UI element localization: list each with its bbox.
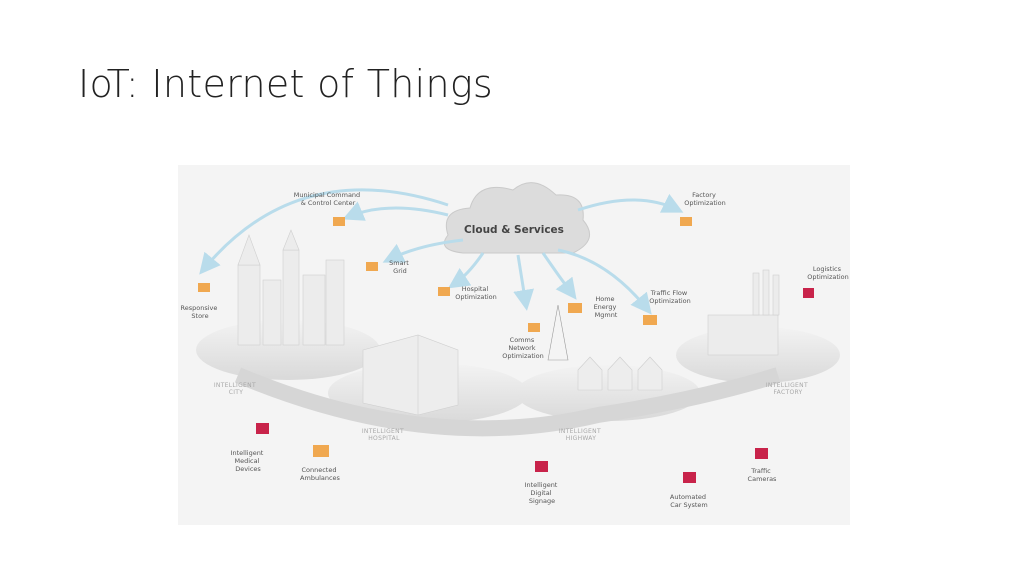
signage-node [535,461,548,472]
svg-text:INTELLIGENT HOSPITAL: INTELLIGENT HOSPITAL [362,428,406,442]
svg-text:Intelligent Medical: Intelligent Medical Devices [231,449,266,473]
logistics-node [803,288,814,298]
comms-node [528,323,540,332]
node-labels: Municipal Command & Control Center Smart… [181,191,849,509]
svg-text:INTELLIGENT FACTORY: INTELLIGENT FACTORY [766,382,810,396]
svg-text:Hospital Optimization: Hospital Optimization [455,285,497,301]
cloud: Cloud & Services [443,182,591,254]
cameras-node [755,448,768,459]
zone-labels: INTELLIGENT CITY INTELLIGENT HOSPITAL IN… [214,382,810,442]
municipal-node [333,217,345,226]
smart-grid-node [366,262,378,271]
svg-text:Municipal Command & Cont: Municipal Command & Control Center [294,191,363,207]
svg-text:Automated Car System: Automated Car System [670,493,708,509]
factory-node [680,217,692,226]
home-energy-node [568,303,582,313]
factory-building [707,269,780,356]
hospital-node [438,287,450,296]
medical-node [256,423,269,434]
slide-title: IoT: Internet of Things [78,62,494,106]
svg-text:Traffic Flow Optimizatio: Traffic Flow Optimization [649,289,691,305]
svg-text:Traffic Cameras: Traffic Cameras [748,467,778,483]
iot-diagram: Cloud & Services Municipal Command [178,165,850,525]
road [234,367,781,437]
ambulance-node [313,445,329,457]
svg-text:Responsive Store: Responsive Store [181,304,220,320]
connections [199,188,684,315]
svg-text:Factory Optimization: Factory Optimization [684,191,726,207]
svg-text:INTELLIGENT CITY: INTELLIGENT CITY [214,382,258,396]
svg-text:INTELLIGENT HIGHWAY: INTELLIGENT HIGHWAY [559,428,603,442]
svg-text:Intelligent Digital: Intelligent Digital Signage [525,481,560,505]
car-node [683,472,696,483]
houses [547,304,663,391]
svg-text:Connected Ambulances: Connected Ambulances [300,466,341,482]
svg-text:Smart Grid: Smart Grid [389,259,411,275]
red-nodes [256,288,814,483]
svg-text:Home Energy Mgmnt: Home Energy Mgmnt [594,295,619,319]
hospital-building [362,334,459,416]
orange-nodes [198,217,692,457]
city-buildings [237,229,345,346]
store-node [198,283,210,292]
traffic-flow-node [643,315,657,325]
cloud-label: Cloud & Services [464,224,564,236]
svg-text:Comms Network Opti: Comms Network Optimization [502,336,544,360]
svg-text:Logistics Optimization: Logistics Optimization [807,265,849,281]
